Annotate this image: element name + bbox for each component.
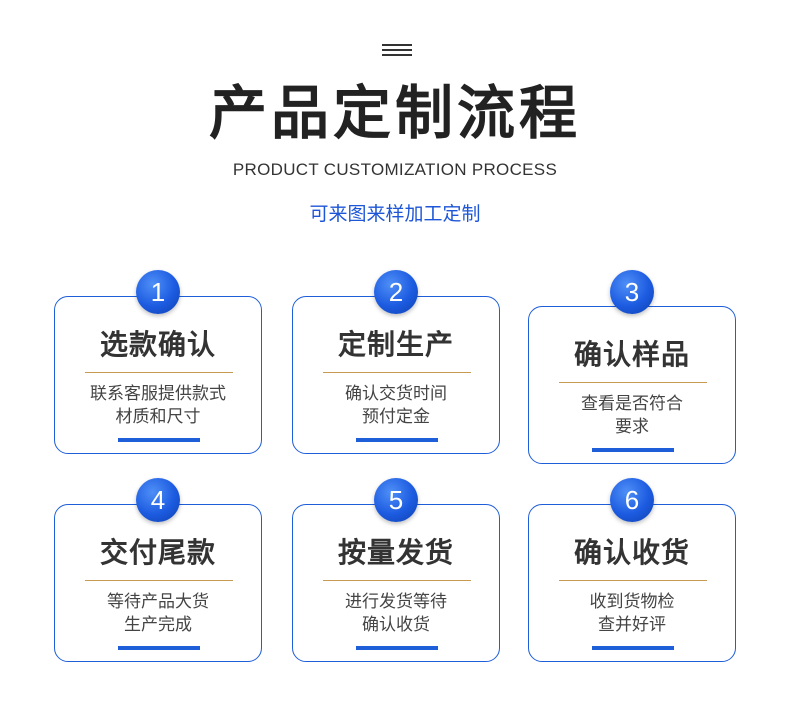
step-title: 选款确认	[99, 328, 216, 361]
step-card-3: 确认样品 查看是否符合要求	[528, 306, 736, 464]
step-title: 定制生产	[337, 328, 454, 361]
step-number-badge-3: 3	[610, 270, 654, 314]
step-number-badge-2: 2	[374, 270, 418, 314]
step-divider	[323, 580, 471, 581]
step-title: 按量发货	[337, 536, 454, 569]
step-divider	[85, 580, 233, 581]
step-description: 收到货物检查并好评	[589, 592, 675, 635]
step-divider	[323, 372, 471, 373]
step-accent-bar	[356, 438, 438, 442]
step-accent-bar	[118, 438, 200, 442]
step-number-badge-6: 6	[610, 478, 654, 522]
step-divider	[559, 580, 707, 581]
step-number-badge-4: 4	[136, 478, 180, 522]
step-divider	[559, 382, 707, 383]
step-card-2: 定制生产 确认交货时间预付定金	[292, 296, 500, 454]
step-description: 等待产品大货生产完成	[107, 592, 209, 635]
page-tagline: 可来图来样加工定制	[309, 203, 481, 225]
step-description: 查看是否符合要求	[581, 394, 683, 437]
page-subtitle: PRODUCT CUSTOMIZATION PROCESS	[232, 160, 558, 179]
step-description: 确认交货时间预付定金	[345, 384, 447, 427]
step-divider	[85, 372, 233, 373]
step-number-badge-1: 1	[136, 270, 180, 314]
step-description: 进行发货等待确认收货	[345, 592, 447, 635]
step-title: 交付尾款	[99, 536, 216, 569]
step-number-badge-5: 5	[374, 478, 418, 522]
step-card-4: 交付尾款 等待产品大货生产完成	[54, 504, 262, 662]
step-card-1: 选款确认 联系客服提供款式材质和尺寸	[54, 296, 262, 454]
step-description: 联系客服提供款式材质和尺寸	[90, 384, 226, 427]
step-accent-bar	[356, 646, 438, 650]
menu-icon	[382, 44, 412, 58]
step-accent-bar	[118, 646, 200, 650]
step-accent-bar	[592, 646, 674, 650]
step-card-6: 确认收货 收到货物检查并好评	[528, 504, 736, 662]
step-accent-bar	[592, 448, 674, 452]
step-title: 确认样品	[573, 338, 690, 371]
step-title: 确认收货	[573, 536, 690, 569]
page-title: 产品定制流程	[208, 79, 581, 147]
step-card-5: 按量发货 进行发货等待确认收货	[292, 504, 500, 662]
